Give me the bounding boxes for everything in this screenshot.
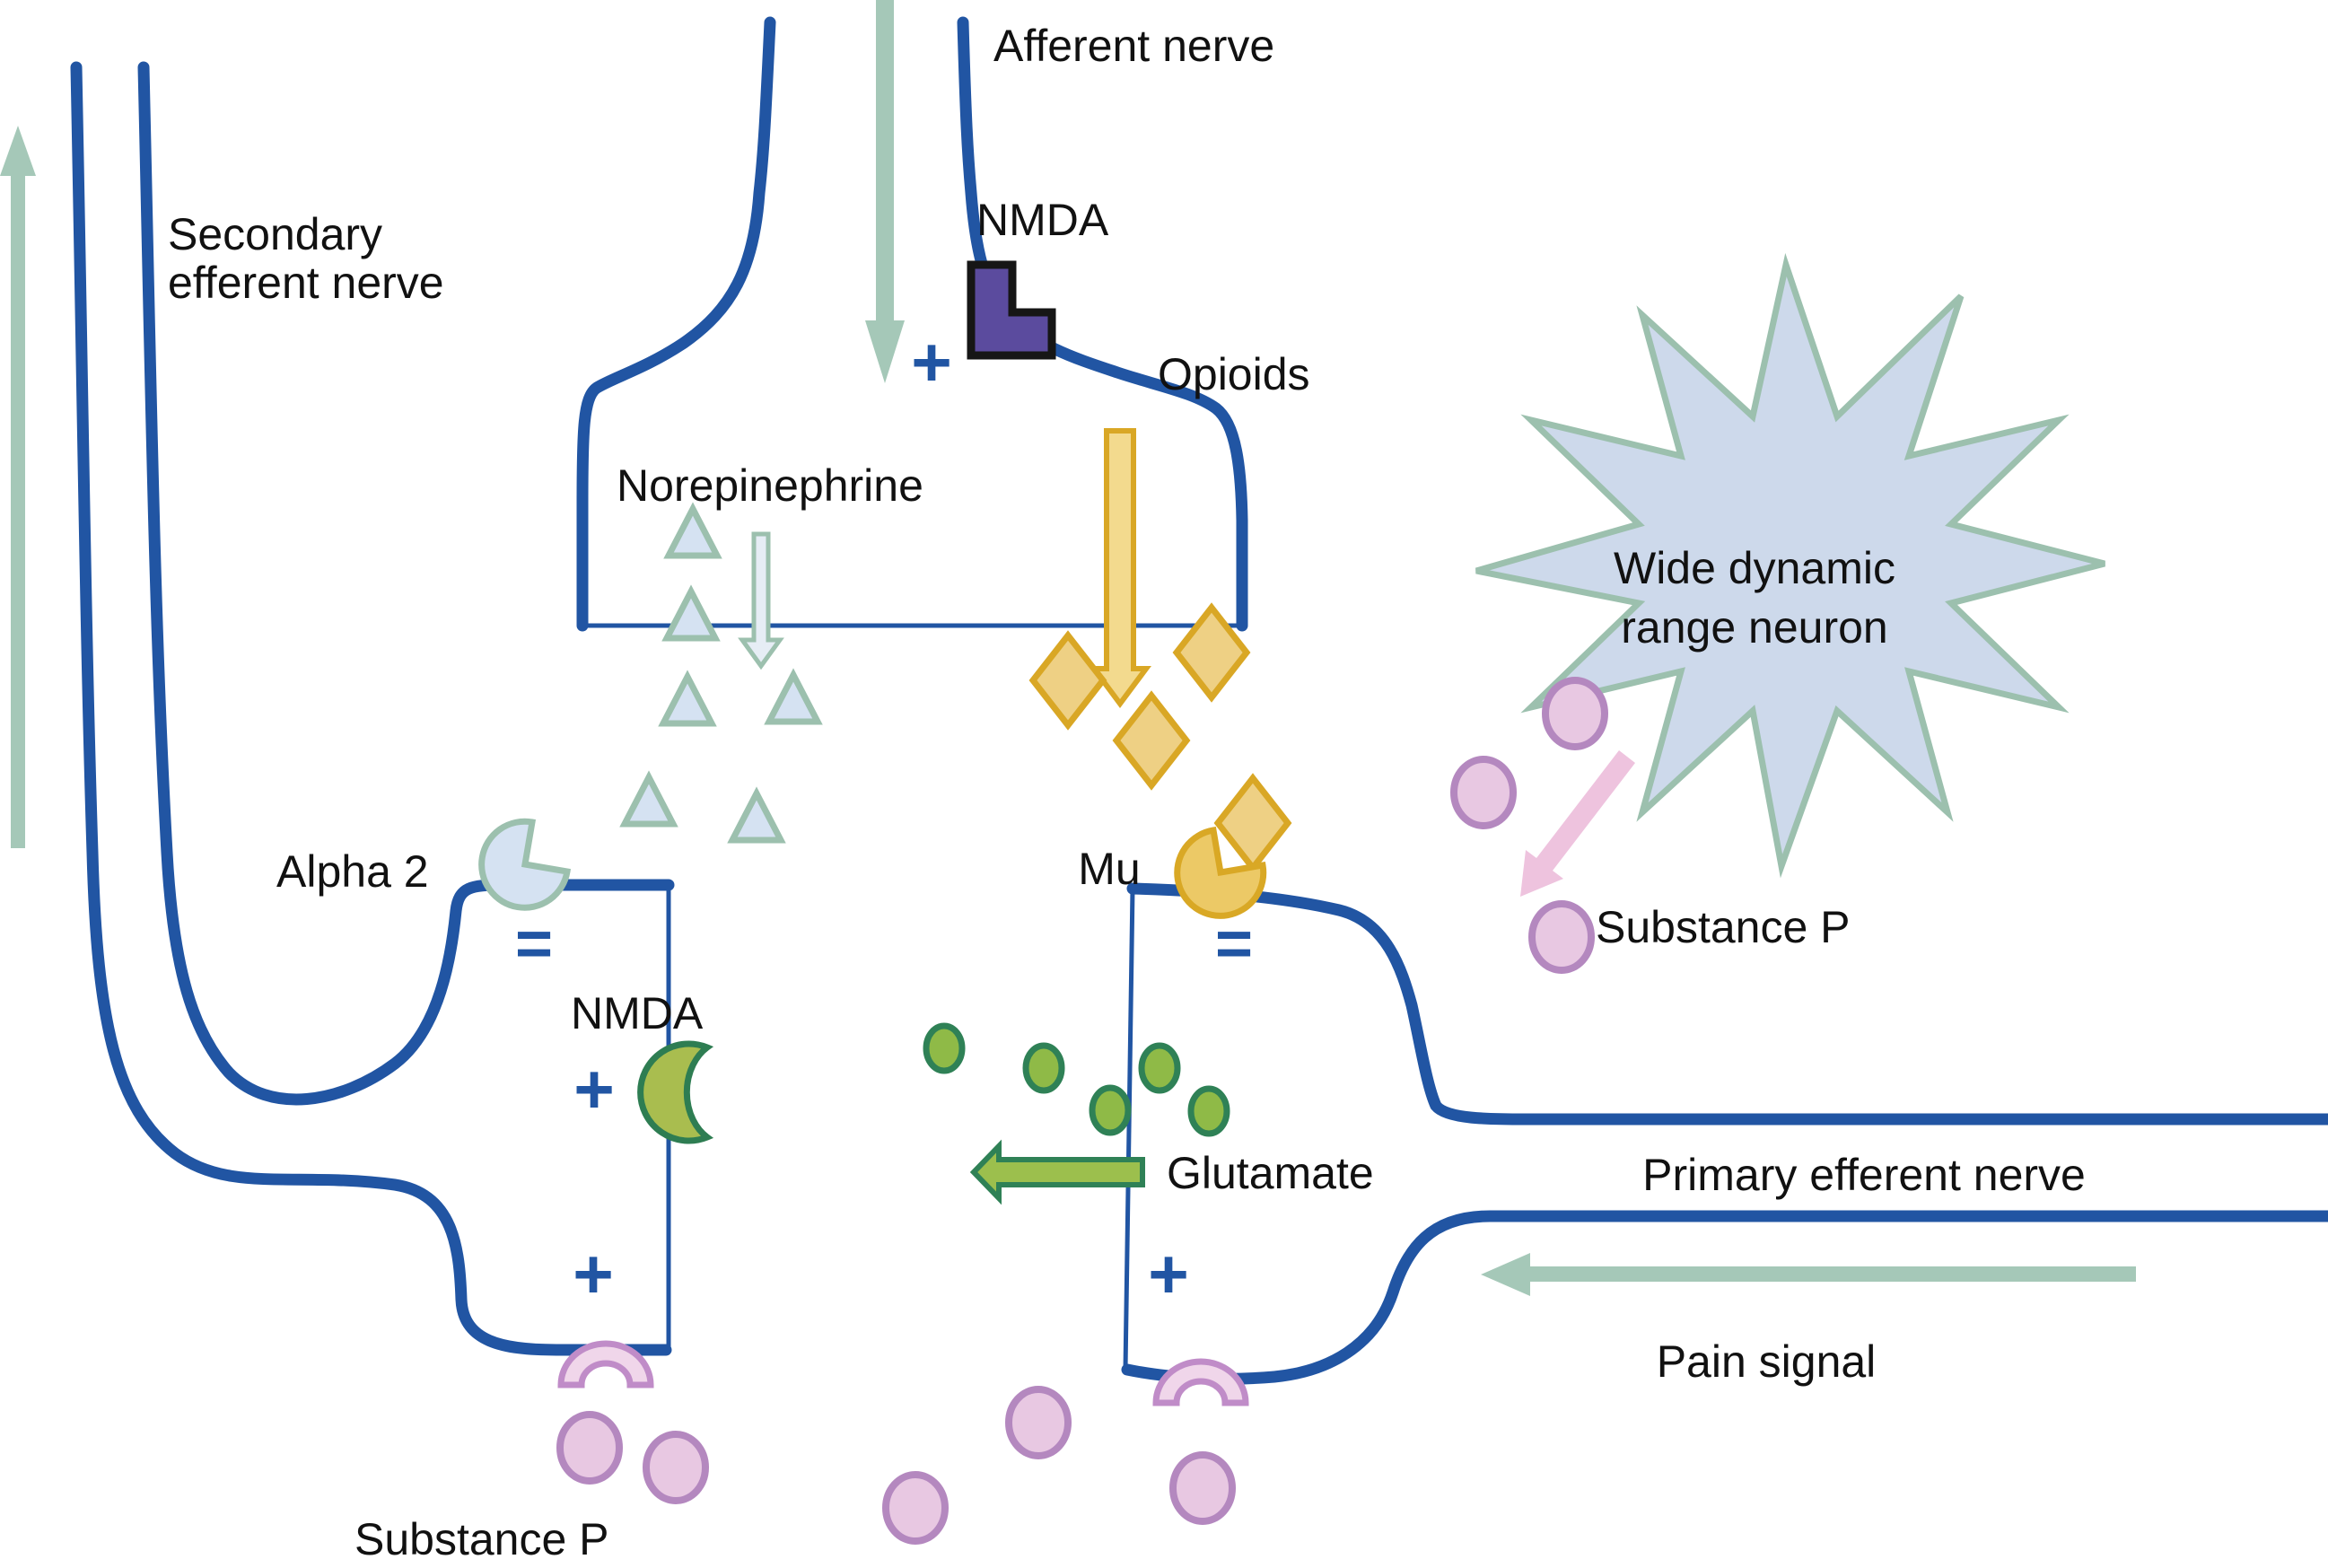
substance-p-molecule-icon [882,1471,949,1545]
glutamate-molecules [923,1022,1230,1137]
substance-p-molecule-icon [1450,756,1517,829]
inhibitory-equals-sign: = [1215,908,1253,980]
nmda-receptor-block-icon [967,260,1056,360]
norepinephrine-release-arrow-icon [738,531,784,670]
substance-p-release-arrow-icon [1520,750,1635,897]
substance-p-molecule-icon [643,1431,709,1504]
opioid-molecule-icon [1172,602,1251,703]
afferent-terminal-left-wall [576,16,776,632]
secondary-efferent-nerve-label-line1: Secondary [168,209,382,259]
substance-p-molecules [556,677,1608,1545]
substance-p-right-label: Substance P [1596,902,1851,952]
wide-dynamic-range-neuron-icon [1475,252,2105,879]
alpha2-receptor-icon [478,818,572,911]
norepinephrine-molecule-icon [727,786,786,844]
substance-p-molecule-icon [556,1411,623,1485]
excitatory-plus-sign: + [911,322,952,401]
substance-p-receptor-left-icon [557,1340,654,1388]
pain-signal-arrow-icon [1481,1253,2136,1296]
norepinephrine-molecule-icon [619,770,678,828]
opioid-molecule-icon [1112,690,1191,791]
nmda-presynaptic-label: NMDA [976,195,1109,245]
substance-p-bottom-label: Substance P [354,1514,609,1564]
secondary-efferent-nerve-label-line2: efferent nerve [168,258,444,308]
opioids-label: Opioids [1158,349,1310,399]
wdr-neuron-label-line2: range neuron [1621,602,1887,653]
norepinephrine-molecule-icon [764,668,823,725]
pain-signal-label: Pain signal [1657,1336,1877,1387]
norepinephrine-molecule-icon [661,584,721,642]
substance-p-molecule-icon [1542,677,1608,750]
nmda-postsynaptic-label: NMDA [571,988,704,1038]
primary-efferent-nerve [1121,882,2328,1385]
glutamate-label: Glutamate [1167,1148,1374,1198]
opioid-release-arrow-icon [1089,428,1151,709]
norepinephrine-label: Norepinephrine [617,460,923,511]
substance-p-molecule-icon [1169,1451,1236,1525]
substance-p-molecule-icon [1005,1386,1072,1459]
norepinephrine-molecule-icon [658,670,717,727]
descending-signal-arrow-icon [865,0,905,383]
glutamate-molecule-icon [1022,1042,1065,1094]
glutamate-release-arrow-icon [969,1139,1145,1205]
alpha2-label: Alpha 2 [276,846,429,897]
opioid-molecules [1028,602,1292,873]
inhibitory-equals-sign: = [515,908,553,980]
secondary-efferent-nerve-outer-wall [70,61,672,1356]
wdr-neuron-label-line1: Wide dynamic [1614,543,1895,593]
substance-p-molecule-icon [1528,900,1595,974]
primary-efferent-nerve-label: Primary efferent nerve [1642,1150,2086,1200]
primary-terminal-membrane [1123,888,1135,1371]
norepinephrine-molecule-icon [663,502,722,559]
ascending-signal-arrow-icon [0,126,36,848]
nmda-receptor-crescent-icon [637,1040,714,1144]
glutamate-molecule-icon [1089,1084,1132,1136]
excitatory-plus-sign: + [1148,1234,1189,1313]
norepinephrine-molecules [619,502,823,844]
secondary-efferent-nerve-inner-wall [137,61,675,1106]
glutamate-molecule-icon [1187,1085,1230,1137]
glutamate-molecule-icon [923,1022,966,1074]
glutamate-molecule-icon [1138,1042,1181,1094]
afferent-nerve-label: Afferent nerve [993,21,1274,71]
substance-p-receptor-right-icon [1152,1358,1249,1406]
mu-receptor-icon [1174,826,1267,919]
excitatory-plus-sign: + [573,1234,614,1313]
mu-label: Mu [1078,844,1140,894]
opioid-molecule-icon [1213,773,1292,873]
opioid-molecule-icon [1028,630,1107,731]
excitatory-plus-sign: + [573,1049,615,1128]
